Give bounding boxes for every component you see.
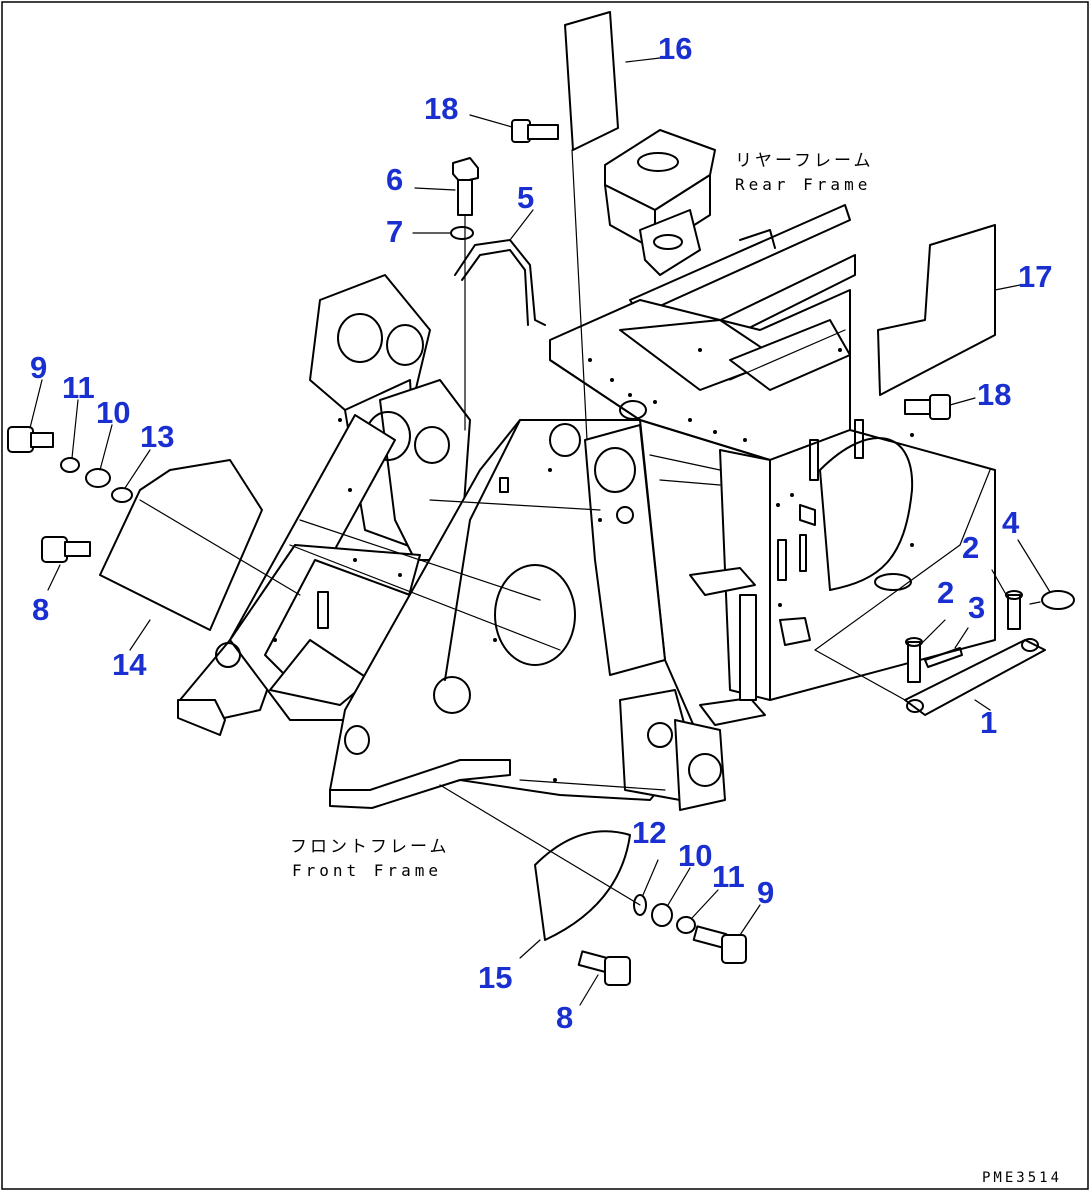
part-15-cover	[439, 784, 641, 959]
callout-16: 16	[658, 31, 692, 66]
callout-4: 4	[1002, 505, 1020, 540]
rear-frame	[549, 129, 996, 726]
callout-2: 2	[962, 530, 979, 565]
rear-frame-label-jp: リヤーフレーム	[735, 151, 873, 171]
callout-5: 5	[517, 180, 534, 215]
front-frame-label-en: Front Frame	[292, 861, 442, 880]
callout-1: 1	[980, 705, 997, 740]
callout-11b: 11	[712, 859, 745, 894]
callout-11: 11	[62, 370, 95, 405]
callout-10b: 10	[678, 838, 712, 873]
front-frame	[177, 274, 726, 811]
callout-3: 3	[968, 590, 985, 625]
rear-frame-label-en: Rear Frame	[735, 175, 871, 194]
part-17-plate	[877, 224, 1021, 396]
right-pins	[814, 469, 1075, 716]
callout-18: 18	[424, 91, 458, 126]
callout-17: 17	[1018, 259, 1052, 294]
callout-2b: 2	[937, 575, 954, 610]
callout-15: 15	[478, 960, 512, 995]
callout-9b: 9	[757, 875, 774, 910]
part-16-plate	[564, 11, 661, 441]
bottom-hardware	[577, 859, 761, 1006]
callout-9: 9	[30, 350, 47, 385]
part-18-bolt-top	[469, 114, 559, 143]
callout-8: 8	[32, 592, 49, 627]
callout-12: 12	[632, 815, 666, 850]
callout-10: 10	[96, 395, 130, 430]
front-frame-label-jp: フロントフレーム	[290, 837, 450, 857]
callout-18b: 18	[977, 377, 1011, 412]
callout-6: 6	[386, 162, 403, 197]
part-5-bracket	[454, 209, 546, 326]
callout-13: 13	[140, 419, 174, 454]
callout-8b: 8	[556, 1000, 573, 1035]
part-7-washer	[412, 226, 474, 240]
document-code: PME3514	[982, 1170, 1062, 1186]
part-6-bolt	[414, 157, 479, 431]
left-hardware	[7, 379, 151, 591]
part-18-bolt-right	[904, 394, 976, 420]
callout-14: 14	[112, 647, 147, 682]
part-14-cover	[99, 459, 301, 651]
callout-7: 7	[386, 214, 403, 249]
